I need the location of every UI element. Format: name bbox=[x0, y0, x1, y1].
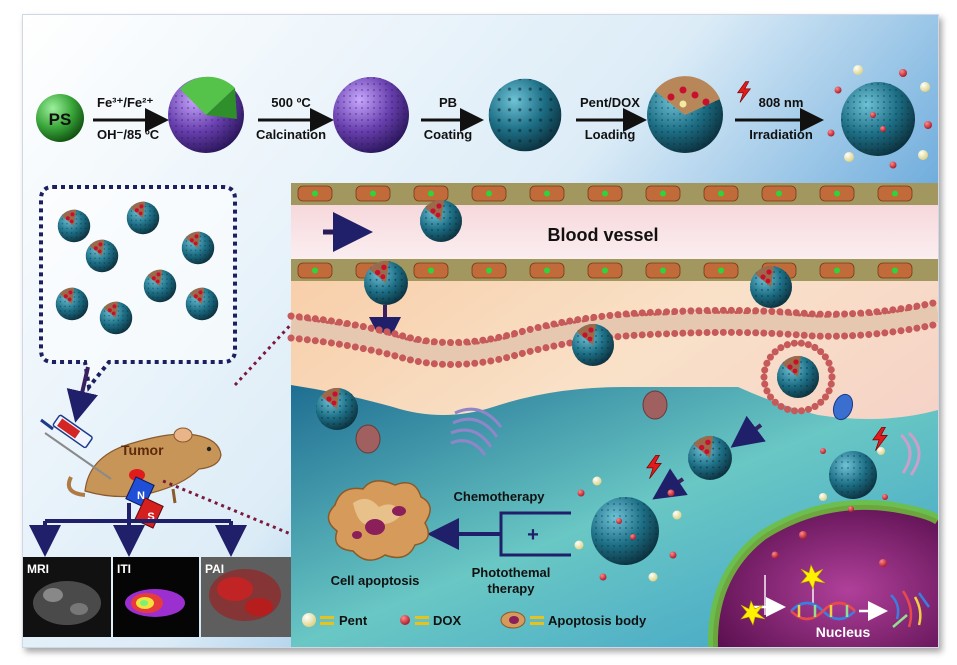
nanoparticle-bubble bbox=[39, 185, 237, 392]
dox-legend-icon bbox=[400, 615, 410, 625]
photothermal-label-1: Photothemal bbox=[472, 565, 551, 580]
imaging-panels: MRI ITI PAI bbox=[23, 557, 291, 637]
step5-top: 808 nm bbox=[759, 95, 804, 110]
pai-label: PAI bbox=[205, 562, 224, 576]
legend-pent: Pent bbox=[339, 613, 368, 628]
hollow-sphere bbox=[168, 76, 244, 153]
endocytosis-vesicle bbox=[760, 339, 836, 415]
zoom-line-bottom bbox=[162, 479, 294, 537]
step3-top: PB bbox=[439, 95, 457, 110]
extravasating-np-1 bbox=[364, 260, 408, 305]
internal-np-2 bbox=[688, 435, 732, 480]
mri-label: MRI bbox=[27, 562, 49, 576]
fragmented-dna-icon bbox=[890, 590, 931, 628]
injection-arrow bbox=[66, 366, 98, 423]
schematic-diagram: PS Fe³⁺/Fe²⁺ OH⁻/85 ºC 500 ºC Calcinatio… bbox=[23, 15, 938, 647]
dna-helix-icon bbox=[790, 601, 856, 621]
pent-legend-icon bbox=[302, 613, 316, 627]
er-curves bbox=[899, 431, 921, 476]
tumor-label: Tumor bbox=[121, 442, 164, 458]
step3-bottom: Coating bbox=[424, 127, 472, 142]
figure-frame: PS Fe³⁺/Fe²⁺ OH⁻/85 ºC 500 ºC Calcinatio… bbox=[22, 14, 939, 648]
iti-label: ITI bbox=[117, 562, 131, 576]
step4-top: Pent/DOX bbox=[580, 95, 640, 110]
internal-np-1 bbox=[316, 387, 358, 430]
organelles bbox=[316, 387, 921, 476]
step4-bottom: Loading bbox=[585, 127, 636, 142]
chemotherapy-label: Chemotherapy bbox=[453, 489, 545, 504]
vessel-label: Blood vessel bbox=[547, 225, 658, 245]
extravasating-np-2 bbox=[750, 265, 792, 308]
blood-vessel: Blood vessel bbox=[291, 183, 938, 281]
internal-arrow-2 bbox=[652, 468, 688, 500]
step2-top: 500 ºC bbox=[271, 95, 311, 110]
ps-core bbox=[36, 94, 84, 142]
imaging-tree bbox=[29, 503, 247, 557]
legend-apoptosis: Apoptosis body bbox=[548, 613, 647, 628]
cell-apoptosis-label: Cell apoptosis bbox=[331, 573, 420, 588]
magnet-north: N bbox=[137, 490, 145, 502]
step1-bottom: OH⁻/85 ºC bbox=[97, 127, 160, 142]
synthesis-row: PS Fe³⁺/Fe²⁺ OH⁻/85 ºC 500 ºC Calcinatio… bbox=[36, 65, 932, 169]
internalization-arrow bbox=[730, 415, 766, 448]
spark-icon bbox=[740, 564, 826, 626]
step5-bottom: Irradiation bbox=[749, 127, 813, 142]
nuclear-transport: Nucleus bbox=[740, 531, 931, 640]
golgi-apparatus bbox=[450, 407, 503, 456]
nucleus-label: Nucleus bbox=[816, 624, 871, 640]
apoptotic-cell: Cell apoptosis bbox=[327, 480, 431, 588]
loaded-sphere bbox=[647, 76, 723, 153]
magnet-south: S bbox=[147, 511, 154, 523]
released-sphere bbox=[827, 65, 932, 169]
membrane-np bbox=[572, 323, 614, 366]
releasing-np-small bbox=[819, 447, 888, 512]
releasing-np-large bbox=[574, 476, 682, 582]
step1-top: Fe³⁺/Fe²⁺ bbox=[97, 95, 153, 110]
legend-dox: DOX bbox=[433, 613, 462, 628]
tumor-site bbox=[129, 469, 145, 481]
photothermal-label-2: therapy bbox=[488, 581, 536, 596]
vessel-nanoparticle bbox=[420, 199, 462, 242]
zoom-line-top bbox=[233, 318, 297, 387]
therapy-bracket: Chemotherapy + Photothemal therapy bbox=[427, 489, 571, 596]
pb-coated-sphere bbox=[488, 78, 562, 152]
mouse-model: Tumor bbox=[66, 427, 222, 506]
step2-bottom: Calcination bbox=[256, 127, 326, 142]
plus-sign: + bbox=[527, 524, 539, 546]
legend: Pent DOX Apoptosis body bbox=[302, 611, 647, 629]
purple-sphere bbox=[333, 77, 409, 153]
syringe-icon bbox=[40, 414, 112, 480]
ps-label: PS bbox=[49, 110, 72, 129]
